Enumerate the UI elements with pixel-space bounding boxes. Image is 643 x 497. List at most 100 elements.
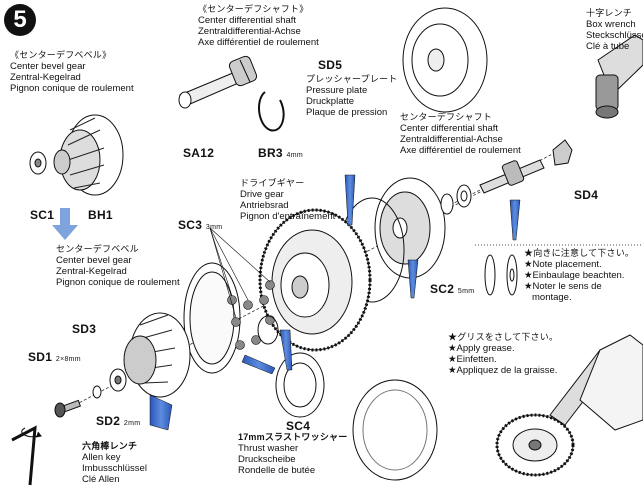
grease-gear-small xyxy=(495,413,575,477)
br3-code: BR3 xyxy=(258,146,283,160)
thrust-washer-sc4 xyxy=(257,315,325,418)
part-code-sd4: SD4 xyxy=(574,188,599,202)
part-code-sc4: SC4 xyxy=(286,419,311,433)
part-code-bh1: BH1 xyxy=(88,208,113,222)
grease-syringe-hand xyxy=(549,334,643,431)
bevel-top-de: Zentral-Kegelrad xyxy=(10,72,81,83)
grease-line-2: ★Einfetten. xyxy=(448,354,497,365)
label-allen-key: 六角棒レンチ Allen key Imbusschlüssel Clé Alle… xyxy=(82,441,147,485)
allen-key xyxy=(11,425,37,486)
grease-jp: ★グリスをさして下さい。 xyxy=(448,332,559,342)
bevel-top-fr: Pignon conique de roulement xyxy=(10,83,134,94)
thrust-washer-de: Druckscheibe xyxy=(238,454,296,465)
pressure-plate-fr: Plaque de pression xyxy=(306,107,388,118)
label-center-diff-shaft-top: 《センターデフシャフト》 Center differential shaft Z… xyxy=(198,4,319,48)
sd2-size: 2mm xyxy=(123,420,141,427)
shaft-top-fr: Axe différentiel de roulement xyxy=(198,37,319,48)
down-arrow xyxy=(52,208,78,240)
bevel-mid-de: Zentral-Kegelrad xyxy=(56,266,127,277)
allen-de: Imbusschlüssel xyxy=(82,463,147,474)
thrust-washer-en: Thrust washer xyxy=(238,443,299,454)
thrust-washer-jp: 17mmスラストワッシャー xyxy=(238,432,348,442)
label-thrust-washer: 17mmスラストワッシャー Thrust washer Druckscheibe… xyxy=(238,432,347,476)
label-note-placement: ★向きに注意して下さい。 ★Note placement. ★Einbaulag… xyxy=(524,248,634,303)
sd3-part xyxy=(109,368,127,392)
sd2-washer xyxy=(92,385,102,399)
grease-line-3: ★Appliquez de la graisse. xyxy=(448,365,558,376)
part-code-sa12: SA12 xyxy=(183,146,215,160)
pressure-plate-jp: プレッシャープレート xyxy=(306,74,398,84)
drive-gear xyxy=(258,208,372,352)
shaft-right-de: Zentraldifferential-Achse xyxy=(400,134,503,145)
pressure-plate-sd5 xyxy=(402,7,488,113)
label-center-bevel-mid: センターデフベベル Center bevel gear Zentral-Kege… xyxy=(56,244,180,288)
step-number-badge: 5 xyxy=(4,4,36,36)
drive-gear-de: Antriebsrad xyxy=(240,200,289,211)
sc2-right-code: SC2 xyxy=(430,282,455,296)
shaft-sa12 xyxy=(178,55,258,109)
bevel-top-en: Center bevel gear xyxy=(10,61,86,72)
sd1-size: 2×8mm xyxy=(55,356,81,363)
wrench-fr: Clé à tube xyxy=(586,41,630,52)
part-code-sd3: SD3 xyxy=(72,322,97,336)
wrench-de: Steckschlüssel xyxy=(586,30,643,41)
shaft-top-en: Center differential shaft xyxy=(198,15,297,26)
label-apply-grease: ★グリスをさして下さい。 ★Apply grease. ★Einfetten. … xyxy=(448,332,558,376)
allen-en: Allen key xyxy=(82,452,121,463)
part-code-sd5: SD5 xyxy=(318,58,343,72)
e-clip-br3 xyxy=(258,91,285,132)
wrench-en: Box wrench xyxy=(586,19,636,30)
br3-size: 4mm xyxy=(286,152,304,159)
sc3-callout-lines xyxy=(209,227,271,319)
pressure-plate-en: Pressure plate xyxy=(306,85,368,96)
part-code-sc2-right: SC2 5mm xyxy=(430,282,474,296)
sd4-nut xyxy=(552,139,573,166)
sd2-code: SD2 xyxy=(96,414,121,428)
note-line-2: ★Einbaulage beachten. xyxy=(524,270,625,281)
pressure-plate-assembled xyxy=(339,177,446,303)
label-pressure-plate: プレッシャープレート Pressure plate Druckplatte Pl… xyxy=(306,74,397,118)
drive-gear-fr: Pignon d'entraînement xyxy=(240,211,336,222)
part-code-sc3: SC3 3mm xyxy=(178,218,222,232)
label-center-diff-shaft-right: センターデフシャフト Center differential shaft Zen… xyxy=(400,112,521,156)
thrust-washer-large xyxy=(352,379,438,481)
gear-housing-ring xyxy=(183,262,241,374)
note-jp: ★向きに注意して下さい。 xyxy=(524,248,635,258)
rotate-arrow xyxy=(21,427,42,438)
grease-tubes xyxy=(149,174,521,431)
label-center-bevel-top: 《センターデフベベル》 Center bevel gear Zentral-Ke… xyxy=(10,50,134,94)
box-wrench xyxy=(595,34,643,119)
bevel-mid-fr: Pignon conique de roulement xyxy=(56,277,180,288)
part-code-sd1: SD1 2×8mm xyxy=(28,350,81,364)
thrust-washer-fr: Rondelle de butée xyxy=(238,465,316,476)
drive-gear-en: Drive gear xyxy=(240,189,284,200)
note-line-1: ★Note placement. xyxy=(524,259,602,270)
wrench-jp: 十字レンチ xyxy=(586,8,633,18)
bevel-mid-jp: センターデフベベル xyxy=(56,244,139,254)
shaft-right xyxy=(479,159,545,194)
washer-sc2-right xyxy=(440,184,472,215)
center-bevel-gear-bottom xyxy=(123,312,191,398)
sc2-right-size: 5mm xyxy=(457,288,475,295)
label-box-wrench: 十字レンチ Box wrench Steckschlüssel Clé à tu… xyxy=(586,8,643,52)
shaft-right-jp: センターデフシャフト xyxy=(400,112,493,122)
bevel-mid-en: Center bevel gear xyxy=(56,255,132,266)
sd1-code: SD1 xyxy=(28,350,53,364)
shaft-top-de: Zentraldifferential-Achse xyxy=(198,26,301,37)
part-code-sd2: SD2 2mm xyxy=(96,414,140,428)
grease-line-1: ★Apply grease. xyxy=(448,343,515,354)
sc3-size: 3mm xyxy=(205,224,223,231)
note-line-4: montage. xyxy=(532,292,572,303)
shaft-right-en: Center differential shaft xyxy=(400,123,499,134)
pressure-plate-de: Druckplatte xyxy=(306,96,355,107)
shaft-right-fr: Axe différentiel de roulement xyxy=(400,145,521,156)
sd1-screw xyxy=(54,399,82,418)
note-washers xyxy=(484,254,518,296)
center-bevel-gear-top xyxy=(53,114,124,196)
drive-gear-jp: ドライブギヤー xyxy=(240,178,305,188)
shaft-top-jp: 《センターデフシャフト》 xyxy=(198,4,309,14)
part-code-sc1: SC1 xyxy=(30,208,55,222)
bevel-top-jp: 《センターデフベベル》 xyxy=(10,50,112,60)
allen-fr: Clé Allen xyxy=(82,474,120,485)
